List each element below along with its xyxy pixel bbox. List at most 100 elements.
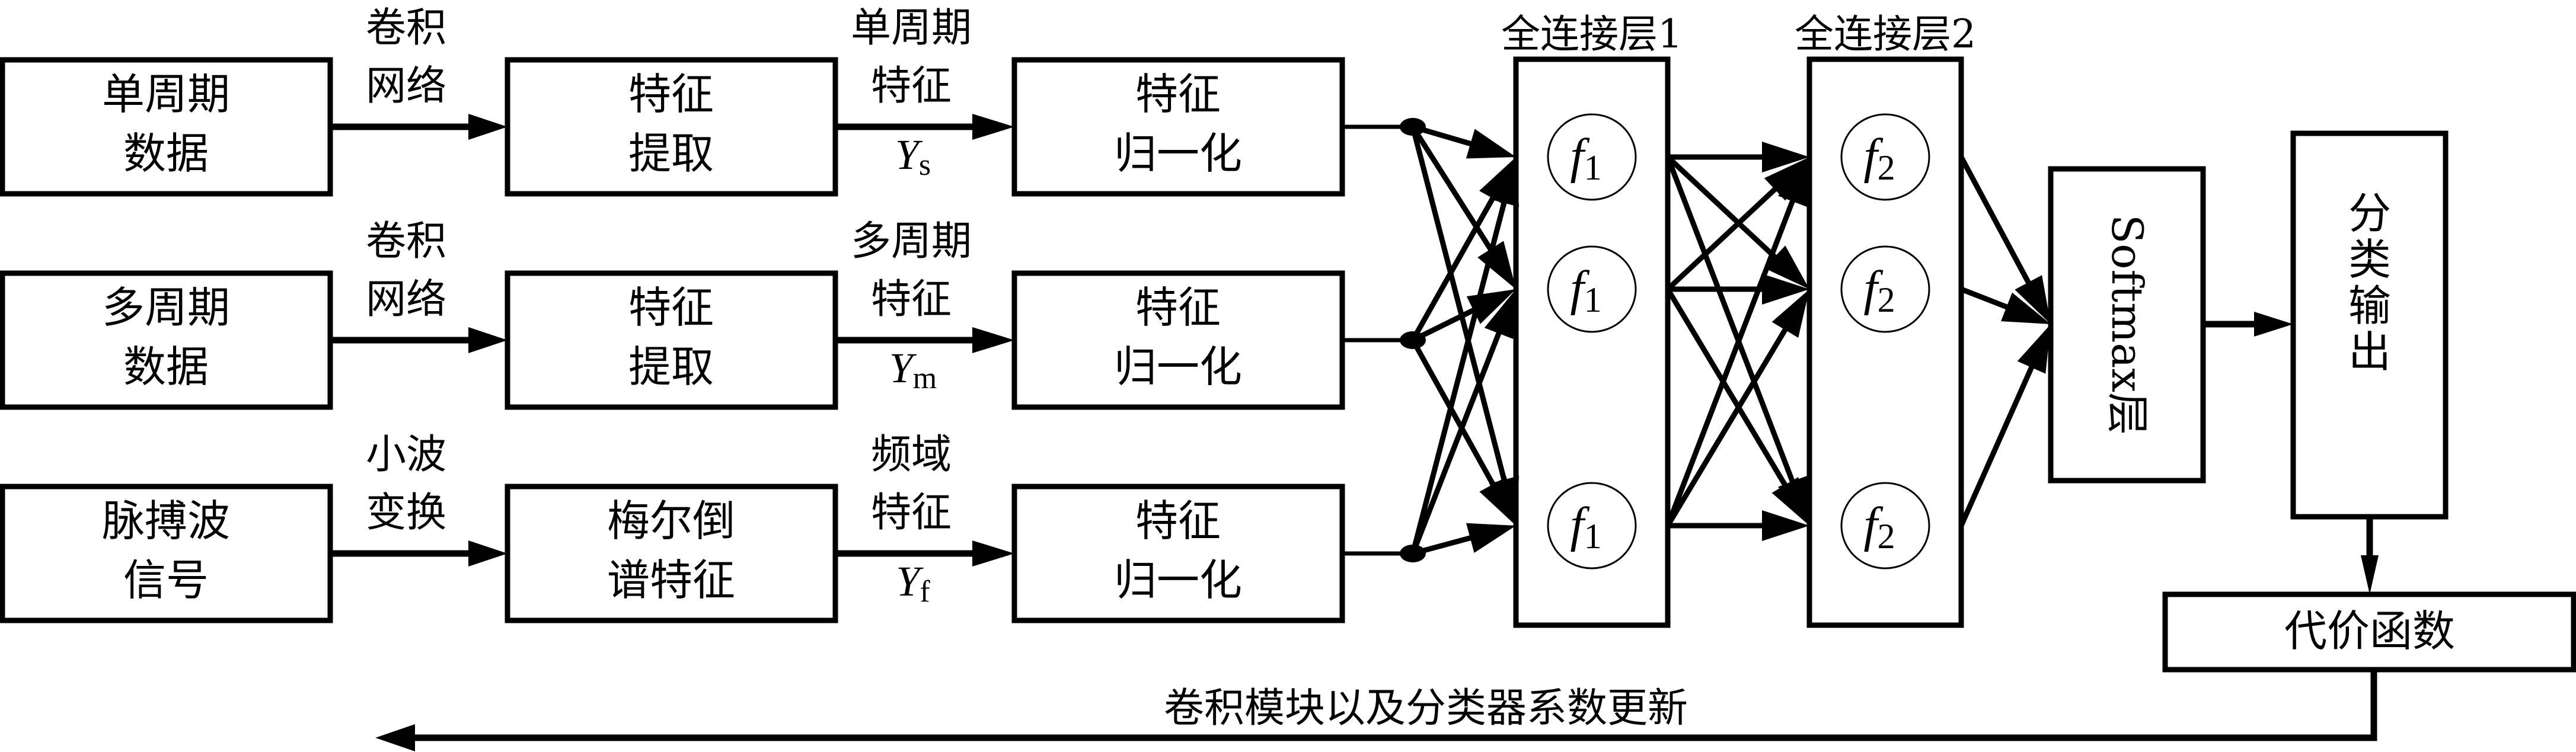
arrow-head-icon bbox=[468, 327, 507, 353]
input-box-label-line2: 信号 bbox=[123, 555, 209, 605]
classification-output-box bbox=[2290, 130, 2449, 520]
feedback-line bbox=[409, 670, 2377, 741]
link-input2-to-fc1-node1 bbox=[1410, 187, 1501, 342]
arrow-head-icon bbox=[1764, 245, 1809, 289]
feature-normalization-box bbox=[1011, 270, 1345, 410]
neuron-function-label: f2 bbox=[1863, 497, 1895, 556]
arrow-head-icon bbox=[1778, 157, 1809, 207]
normalize-box-label-line1: 特征 bbox=[1135, 496, 1221, 546]
normalize-box-label-line1: 特征 bbox=[1135, 69, 1221, 119]
input-box-pulse-wave-signal bbox=[0, 484, 333, 623]
arrow-head-icon bbox=[2017, 324, 2051, 374]
arrow-head-icon bbox=[1479, 476, 1516, 526]
arrow-head-icon bbox=[972, 327, 1014, 353]
feature-label-line1: 单周期 bbox=[851, 5, 972, 52]
input-box-single-period-data bbox=[0, 57, 333, 197]
extract-box-label-line2: 提取 bbox=[628, 129, 714, 178]
input-box-label-line1: 脉搏波 bbox=[102, 496, 230, 546]
extract-box-label-line1: 特征 bbox=[628, 69, 714, 119]
feature-symbol-ys: Ys bbox=[895, 131, 931, 182]
extract-box-label-line1: 特征 bbox=[628, 283, 714, 332]
normalize-box-label-line2: 归一化 bbox=[1114, 555, 1242, 605]
feature-normalization-box bbox=[1011, 57, 1345, 197]
link-input3-to-fc1-node2 bbox=[1410, 321, 1506, 555]
output-label-char2: 类 bbox=[2348, 235, 2391, 284]
arrow-head-icon bbox=[1771, 289, 1809, 338]
normalize-box-label-line2: 归一化 bbox=[1114, 342, 1242, 392]
arrow-head-icon bbox=[1477, 241, 1516, 289]
transform-label-line1: 卷积 bbox=[366, 218, 446, 265]
arrow-head-icon bbox=[468, 114, 507, 140]
link-input2-to-fc1-node3 bbox=[1410, 338, 1501, 496]
row-multi-period: 多周期 数据 卷积 网络 特征 提取 多周期 特征 Ym 特征 归一化 bbox=[0, 218, 1426, 410]
feature-label-line2: 特征 bbox=[871, 276, 952, 323]
arrow-head-icon bbox=[2254, 312, 2293, 337]
link-fc1-node1-to-fc2-node2 bbox=[1665, 155, 1786, 267]
link-input2-to-fc1-node2 bbox=[1412, 302, 1486, 343]
feature-label-line1: 频域 bbox=[871, 431, 952, 478]
feature-symbol-ym: Ym bbox=[889, 344, 937, 395]
neuron-circle bbox=[1547, 245, 1637, 333]
fc2-node-1: f2 bbox=[1840, 113, 1930, 201]
arrow-head-icon bbox=[1762, 274, 1809, 305]
neuron-function-label: f1 bbox=[1570, 497, 1601, 556]
fc2-node-3: f2 bbox=[1840, 482, 1930, 569]
arrow-head-icon bbox=[972, 540, 1014, 567]
arrow-head-icon bbox=[1762, 510, 1809, 541]
transform-label-line1: 卷积 bbox=[366, 5, 446, 52]
output-label-char1: 分 bbox=[2348, 188, 2391, 238]
arrow-head-icon bbox=[1764, 157, 1809, 201]
transform-label-line2: 网络 bbox=[366, 63, 446, 110]
input-box-label-line2: 数据 bbox=[123, 342, 209, 392]
transform-label-line1: 小波 bbox=[366, 431, 446, 478]
arrow-head-icon bbox=[972, 114, 1014, 140]
arrow-head-icon bbox=[2015, 275, 2051, 324]
fc1-node-1: f1 bbox=[1547, 113, 1637, 201]
cost-function-box bbox=[2162, 591, 2576, 673]
feedback-label: 卷积模块以及分类器系数更新 bbox=[1164, 685, 1688, 732]
network-arrowheads bbox=[1466, 129, 2051, 553]
link-fc1-node3-to-fc2-node1 bbox=[1665, 189, 1799, 527]
feature-label-line2: 特征 bbox=[871, 489, 952, 536]
input-box-label-line1: 多周期 bbox=[102, 283, 230, 332]
link-fc2-node3-to-softmax bbox=[1958, 356, 2039, 527]
extract-box-label-line2: 谱特征 bbox=[607, 555, 735, 605]
link-fc1-node2-to-fc2-node1 bbox=[1665, 179, 1786, 292]
mel-cepstrum-feature-box bbox=[505, 484, 838, 623]
transform-label-line2: 网络 bbox=[366, 276, 446, 323]
link-fc1-node3-to-fc2-node2 bbox=[1665, 318, 1794, 527]
output-label-char3: 输 bbox=[2348, 281, 2391, 331]
row-pulse-wave: 脉搏波 信号 小波 变换 梅尔倒 谱特征 频域 特征 Yf 特征 归一化 bbox=[0, 431, 1426, 623]
feature-normalization-box bbox=[1011, 484, 1345, 623]
fc-layer-1-title: 全连接层1 bbox=[1501, 11, 1683, 57]
transform-label-line2: 变换 bbox=[366, 489, 446, 536]
extract-box-label-line2: 提取 bbox=[628, 342, 714, 392]
arrow-head-icon bbox=[1489, 157, 1520, 207]
arrow-head-icon bbox=[468, 540, 507, 567]
normalize-box-label-line1: 特征 bbox=[1135, 283, 1221, 332]
arrow-head-icon bbox=[1771, 477, 1809, 526]
link-input3-to-fc1-node3 bbox=[1412, 532, 1483, 556]
link-fc2-node1-to-softmax bbox=[1959, 155, 2036, 295]
feature-symbol-yf: Yf bbox=[896, 558, 930, 609]
softmax-layer-label: Softmax层 bbox=[2102, 215, 2152, 435]
row-single-period: 单周期 数据 卷积 网络 特征 提取 单周期 特征 Ys 特征 归一化 bbox=[0, 5, 1426, 197]
extract-box-label-line1: 梅尔倒 bbox=[607, 496, 735, 546]
feature-label-line2: 特征 bbox=[871, 63, 952, 110]
neuron-circle bbox=[1840, 113, 1930, 201]
neuron-circle bbox=[1840, 482, 1930, 569]
neuron-circle bbox=[1547, 113, 1637, 201]
input-box-multi-period-data bbox=[0, 270, 333, 410]
arrow-head-icon bbox=[1466, 523, 1516, 553]
link-fc1-node2-to-fc2-node3 bbox=[1665, 287, 1794, 497]
arrow-head-icon bbox=[2361, 555, 2379, 594]
output-label-char4: 出 bbox=[2348, 327, 2391, 377]
arrow-head-icon bbox=[1466, 289, 1516, 324]
link-fc1-node1-to-fc2-node3 bbox=[1665, 156, 1799, 494]
link-input1-to-fc1-node2 bbox=[1410, 125, 1499, 261]
arrow-head-icon bbox=[2001, 292, 2051, 324]
normalize-box-label-line2: 归一化 bbox=[1114, 129, 1242, 178]
input-box-label-line1: 单周期 bbox=[102, 69, 230, 119]
fc-layer-2-title: 全连接层2 bbox=[1795, 11, 1976, 57]
